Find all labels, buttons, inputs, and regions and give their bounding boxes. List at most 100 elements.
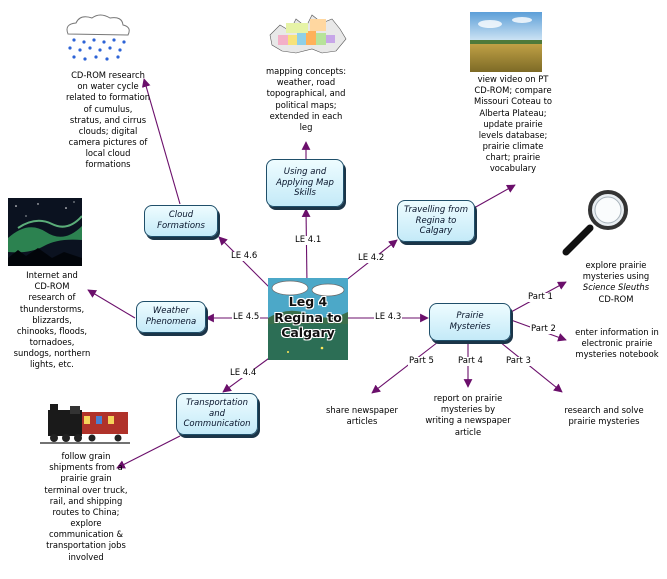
- note-line: related to formation: [65, 92, 151, 103]
- canada-map-image: [266, 5, 350, 63]
- label-part1: Part 1: [527, 292, 554, 303]
- note-line: communication &: [49, 529, 123, 540]
- label-le44: LE 4.4: [229, 368, 258, 379]
- node-line: Phenomena: [145, 317, 197, 327]
- note-line: involved: [68, 551, 104, 562]
- link-part5: [371, 341, 439, 394]
- note-line: CD-ROM; compare: [474, 85, 552, 96]
- note-line: CD-ROM research: [71, 70, 145, 80]
- note-title-text: Science Sleuths: [582, 282, 650, 293]
- node-line: Formations: [157, 221, 205, 231]
- node-line: Skills: [294, 188, 316, 199]
- note-line: stratus, and cirrus: [69, 114, 147, 125]
- node-line: Travelling from: [403, 205, 469, 216]
- note-line: Internet and: [26, 270, 78, 280]
- node-line: Applying Map: [276, 177, 334, 188]
- label-part3: Part 3: [505, 356, 532, 367]
- note-line: clouds; digital: [78, 125, 138, 136]
- note-line: view video on PT: [477, 74, 549, 84]
- note-text: mysteries using: [582, 271, 650, 282]
- note-line: writing a newspaper: [425, 415, 511, 426]
- note-line: CD-ROM: [34, 281, 70, 292]
- note-line: tornadoes,: [29, 337, 75, 348]
- note-line: explore: [70, 518, 102, 529]
- note-line: update prairie: [483, 118, 543, 129]
- note-line: sundogs, northern: [13, 348, 91, 359]
- note-line: follow grain: [61, 451, 111, 461]
- node-line: Transportation: [186, 398, 248, 409]
- note-line: topographical, and: [266, 88, 346, 99]
- label-le43: LE 4.3: [374, 312, 403, 323]
- link-le46: [218, 236, 273, 291]
- link-transport-note: [116, 435, 181, 469]
- label-le46: LE 4.6: [230, 251, 259, 262]
- node-line: Using and: [283, 167, 327, 178]
- node-line: and: [209, 408, 225, 419]
- note-line: chart; prairie: [485, 152, 541, 163]
- node-line: Prairie: [456, 311, 484, 322]
- note-line: report on prairie: [433, 393, 503, 403]
- note-line: on water cycle: [77, 81, 139, 92]
- note-line: weather, road: [276, 77, 336, 88]
- center-line-2: Regina to: [274, 309, 342, 325]
- note-line: camera pictures of: [68, 137, 148, 148]
- magnifying-glass-image: [560, 188, 640, 258]
- note-line: mysteries using Science Sleuths: [566, 271, 666, 293]
- note-line: Alberta Plateau;: [479, 107, 547, 118]
- note-line: leg: [299, 121, 313, 132]
- note-line: electronic prairie: [581, 338, 653, 349]
- center-line-1: Leg 4: [288, 294, 328, 309]
- link-weather-note: [87, 289, 136, 319]
- note-line: explore prairie: [585, 260, 647, 270]
- note-line: thunderstorms,: [19, 303, 85, 314]
- note-line: rail, and shipping: [49, 495, 123, 506]
- note-line: prairie grain: [60, 473, 112, 484]
- label-part2: Part 2: [530, 324, 557, 335]
- note-line: levels database;: [478, 129, 548, 140]
- label-le41: LE 4.1: [294, 235, 323, 246]
- label-part4: Part 4: [457, 356, 484, 367]
- northern-lights-photo: [8, 198, 82, 266]
- prairie-landscape-image: [268, 278, 348, 360]
- note-line: enter information in: [575, 327, 659, 337]
- center-line-3: Calgary: [281, 325, 335, 341]
- label-part5: Part 5: [408, 356, 435, 367]
- note-line: formations: [85, 159, 131, 170]
- note-line: political maps;: [275, 99, 337, 110]
- node-line: Communication: [183, 419, 251, 430]
- note-line: mysteries by: [440, 404, 496, 415]
- note-line: of cumulus,: [83, 103, 133, 114]
- note-line: articles: [346, 416, 378, 427]
- note-line: prairie mysteries: [568, 416, 640, 427]
- note-line: extended in each: [269, 110, 343, 121]
- note-line: routes to China;: [52, 506, 120, 517]
- node-line: Weather: [152, 306, 190, 317]
- note-line: chinooks, floods,: [16, 325, 88, 336]
- center-topic: Leg 4 Regina to Calgary: [272, 294, 344, 341]
- note-line: Missouri Coteau to: [473, 96, 553, 107]
- link-clouds-note: [141, 78, 181, 205]
- note-line: prairie climate: [482, 141, 544, 152]
- note-line: research and solve: [564, 405, 644, 415]
- link-travel-note: [473, 184, 516, 209]
- note-line: lights, etc.: [30, 359, 74, 370]
- label-le42: LE 4.2: [357, 253, 386, 264]
- note-line: local cloud: [85, 148, 131, 159]
- note-line: CD-ROM: [598, 293, 634, 304]
- label-le45: LE 4.5: [232, 312, 261, 323]
- note-line: shipments from a: [49, 462, 123, 473]
- node-line: Mysteries: [449, 322, 491, 332]
- note-line: terminal over truck,: [44, 484, 128, 495]
